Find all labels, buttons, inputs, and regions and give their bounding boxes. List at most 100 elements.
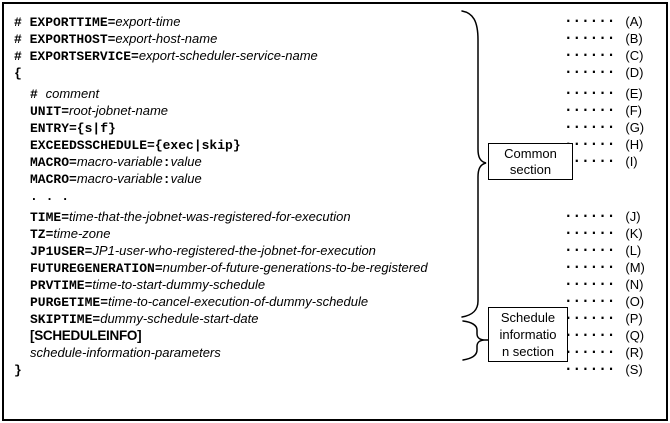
code-line: # EXPORTTIME=export-time······ (A) [14,13,670,30]
dotted-leader: ······ [566,14,618,28]
dotted-leader: ······ [566,226,618,240]
code-segment-kw: UNIT= [30,104,70,119]
code-text: MACRO=macro-variable:value [14,170,670,188]
dotted-leader: ······ [566,345,618,359]
line-annotation: ······ (P) [566,310,643,327]
code-segment-kw: SKIPTIME= [30,312,101,327]
annotation-letter: (B) [625,31,643,46]
code-text: # EXPORTTIME=export-time [14,13,670,31]
code-segment-kw: MACRO= [30,155,77,170]
dotted-leader: ······ [566,31,618,45]
code-text: TIME=time-that-the-jobnet-was-registered… [14,208,670,226]
code-text: FUTUREGENERATION=number-of-future-genera… [14,259,670,277]
dotted-leader: ······ [566,260,618,274]
code-segment-var: export-scheduler-service-name [138,48,318,63]
code-text: TZ=time-zone [14,225,670,243]
code-text: { [14,64,670,82]
code-line: # EXPORTHOST=export-host-name······(B) [14,30,670,47]
line-annotation: ······ (K) [566,225,643,242]
annotation-letter: (E) [625,86,643,101]
annotation-letter: (L) [625,243,642,258]
code-segment-kw: JP1USER= [30,244,93,259]
annotation-letter: (M) [625,260,645,275]
code-line: TZ=time-zone······ (K) [14,225,670,242]
dotted-leader: ······ [566,311,618,325]
dotted-leader: ······ [566,243,618,257]
code-segment-kw: # EXPORTHOST= [14,32,116,47]
dotted-leader: ······ [566,137,618,151]
dotted-leader: ······ [566,154,618,168]
line-annotation: ······ (I) [566,153,638,170]
code-segment-kw: TIME= [30,210,70,225]
dotted-leader: ······ [566,86,618,100]
line-annotation: ······ (O) [566,293,644,310]
code-segment-var: time-to-start-dummy-schedule [92,277,266,292]
code-line: }······(S) [14,361,670,378]
code-line: SKIPTIME=dummy-schedule-start-date ······… [14,310,670,327]
dotted-leader: ······ [566,294,618,308]
code-line: UNIT=root-jobnet-name ······ (F) [14,102,670,119]
annotation-letter: (K) [625,226,643,241]
line-annotation: ······(N) [566,276,643,293]
annotation-letter: (Q) [625,328,645,343]
code-segment-var: dummy-schedule-start-date [100,311,259,326]
line-annotation: ······(D) [566,64,643,81]
annotation-letter: (S) [625,362,643,377]
schedule-section-label-line: Schedule [500,310,556,325]
code-segment-kw: : [162,155,171,170]
schedule-section-label-line: n section [501,344,555,359]
code-text: ENTRY={s|f} [14,119,670,137]
dotted-leader: ······ [566,277,618,291]
code-text: } [14,361,670,379]
common-section-label: Common section [488,143,573,180]
code-segment-kw: . . . [30,189,70,204]
code-text: JP1USER=JP1-user-who-registered-the-jobn… [14,242,670,260]
line-annotation: ······(Q) [566,327,644,344]
code-line: [SCHEDULEINFO]······(Q) [14,327,670,344]
code-segment-kw: MACRO= [30,172,77,187]
code-segment-kw: # EXPORTSERVICE= [14,49,139,64]
annotation-letter: (A) [625,14,643,29]
code-line: {······(D) [14,64,670,81]
line-annotation: ······ (M) [566,259,645,276]
line-annotation: ······ (L) [566,242,641,259]
code-line: EXCEEDSSCHEDULE={exec|skip}······(H) [14,136,670,153]
code-text: schedule-information-parameters [14,344,670,361]
line-annotation: ······(S) [566,361,643,378]
line-annotation: ······(G) [566,119,644,136]
code-segment-kw: FUTUREGENERATION= [30,261,163,276]
code-line: schedule-information-parameters······ (R) [14,344,670,361]
annotation-letter: (I) [625,154,638,169]
code-rows: # EXPORTTIME=export-time······(A)# EXPOR… [0,13,670,378]
code-segment-kw: TZ= [30,227,54,242]
code-text: [SCHEDULEINFO] [14,327,670,344]
code-segment-var: macro-variable [76,154,163,169]
dotted-leader: ······ [566,65,618,79]
dotted-leader: ······ [566,103,618,117]
code-text: # EXPORTHOST=export-host-name [14,30,670,48]
code-text: PRVTIME=time-to-start-dummy-schedule [14,276,670,294]
code-line: # EXPORTSERVICE=export-scheduler-service… [14,47,670,64]
line-annotation: ······ (B) [566,30,643,47]
code-segment-var: root-jobnet-name [69,103,169,118]
code-line: PRVTIME=time-to-start-dummy-schedule····… [14,276,670,293]
code-segment-var: time-to-cancel-execution-of-dummy-schedu… [108,294,369,309]
code-segment-kw: # [30,87,46,102]
code-segment-var: comment [45,86,100,101]
annotation-letter: (P) [625,311,643,326]
code-line: TIME=time-that-the-jobnet-was-registered… [14,208,670,225]
code-text: MACRO=macro-variable:value [14,153,670,171]
code-segment-kw: PRVTIME= [30,278,93,293]
annotation-letter: (F) [625,103,642,118]
annotation-letter: (C) [625,48,644,63]
code-segment-var: value [170,154,202,169]
annotation-letter: (R) [625,345,644,360]
annotation-letter: (O) [625,294,645,309]
code-segment-var: macro-variable [76,171,163,186]
code-text: PURGETIME=time-to-cancel-execution-of-du… [14,293,670,311]
code-line: JP1USER=JP1-user-who-registered-the-jobn… [14,242,670,259]
code-line: # comment ······ (E) [14,85,670,102]
code-segment-var: export-host-name [115,31,218,46]
code-segment-var: number-of-future-generations-to-be-regis… [162,260,428,275]
